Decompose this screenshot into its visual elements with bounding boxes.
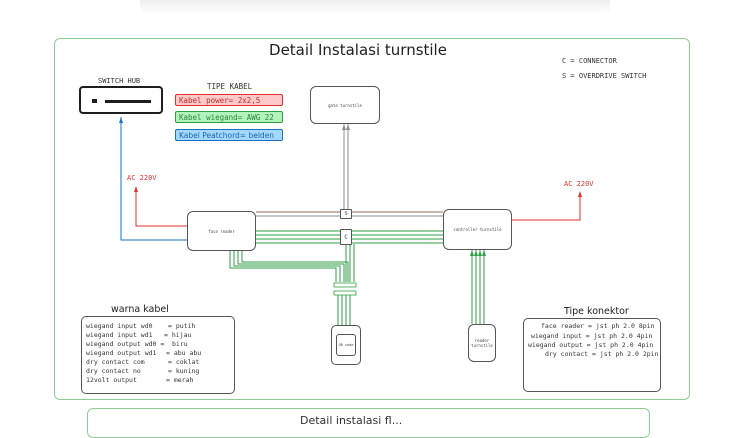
warna-kabel-row-value: = abu abu bbox=[166, 349, 202, 357]
face-reader-node[interactable]: face reader bbox=[187, 211, 256, 251]
cable-type-patchcord: Kabel Peatchord= belden bbox=[175, 129, 283, 141]
warna-kabel-row-value: = merah bbox=[166, 376, 194, 384]
warna-kabel-row-label: wiegand output wd1 bbox=[86, 349, 157, 357]
warna-kabel-row-value: biru bbox=[172, 340, 188, 348]
patchcord-line bbox=[120, 117, 187, 241]
tipe-konektor-row: dry contact = jst ph 2.0 2pin bbox=[545, 350, 659, 358]
warna-kabel-row-value: = kuning bbox=[168, 367, 200, 375]
warna-kabel-row-label: 12volt output bbox=[86, 376, 137, 384]
warna-kabel-row-value: = coklat bbox=[168, 358, 200, 366]
warna-kabel-row-label: dry contact no bbox=[86, 367, 141, 375]
reader-turnstile-node[interactable]: reader turnstile bbox=[468, 324, 496, 362]
tipe-konektor-title: Tipe konektor bbox=[564, 306, 629, 317]
power-right-line bbox=[512, 193, 581, 221]
warna-kabel-row-label: dry contact com bbox=[86, 358, 145, 366]
legend-connector: C = CONNECTOR bbox=[562, 57, 617, 65]
switch-hub-port-icon bbox=[105, 100, 151, 103]
warna-kabel-row-label: wiegand output wd0 = bbox=[86, 340, 165, 348]
cable-type-wiegand: Kabel wiegand= AWG 22 bbox=[175, 111, 283, 123]
power-label-right: AC 220V bbox=[564, 180, 594, 188]
tipe-konektor-row: wiegand input = jst ph 2.0 4pin bbox=[531, 332, 653, 340]
tipe-konektor-panel bbox=[523, 318, 661, 392]
tipe-konektor-row: wiegand output = jst ph 2.0 4pin bbox=[528, 341, 654, 349]
wiring-diagram bbox=[119, 117, 582, 325]
switch-hub-led-icon bbox=[92, 99, 97, 103]
warna-kabel-panel bbox=[81, 316, 235, 394]
connector-s[interactable]: S bbox=[340, 209, 352, 219]
diagram-title: Detail Instalasi turnstile bbox=[269, 41, 447, 59]
warna-kabel-row-value: = hijau bbox=[164, 331, 192, 339]
warna-kabel-title: warna kabel bbox=[111, 304, 169, 315]
connector-c[interactable]: C bbox=[340, 229, 352, 245]
gate-turnstile-node[interactable]: gate turnstile bbox=[310, 86, 380, 124]
tipe-kabel-heading: TIPE KABEL bbox=[207, 82, 253, 91]
qr-code-device[interactable]: QR code bbox=[331, 325, 361, 365]
switch-hub-label: SWITCH HUB bbox=[98, 77, 141, 85]
power-label-left: AC 220V bbox=[127, 174, 157, 182]
warna-kabel-row-label: wiegand input wd1 bbox=[86, 331, 153, 339]
tipe-konektor-row: face reader = jst ph 2.0 8pin bbox=[541, 322, 655, 330]
warna-kabel-row-value: = putih bbox=[168, 322, 196, 330]
switch-hub[interactable] bbox=[79, 86, 163, 114]
controller-turnstile-node[interactable]: controller turnstile bbox=[443, 209, 512, 250]
top-shadow bbox=[140, 0, 610, 14]
cable-type-power: Kabel power= 2x2,5 bbox=[175, 94, 283, 106]
installation-frame bbox=[54, 38, 690, 400]
power-left-line bbox=[135, 188, 187, 227]
legend-overdrive-switch: S = OVERDRIVE SWITCH bbox=[562, 72, 647, 80]
qr-code-screen: QR code bbox=[336, 334, 356, 356]
warna-kabel-row-label: wiegand input wd0 bbox=[86, 322, 153, 330]
